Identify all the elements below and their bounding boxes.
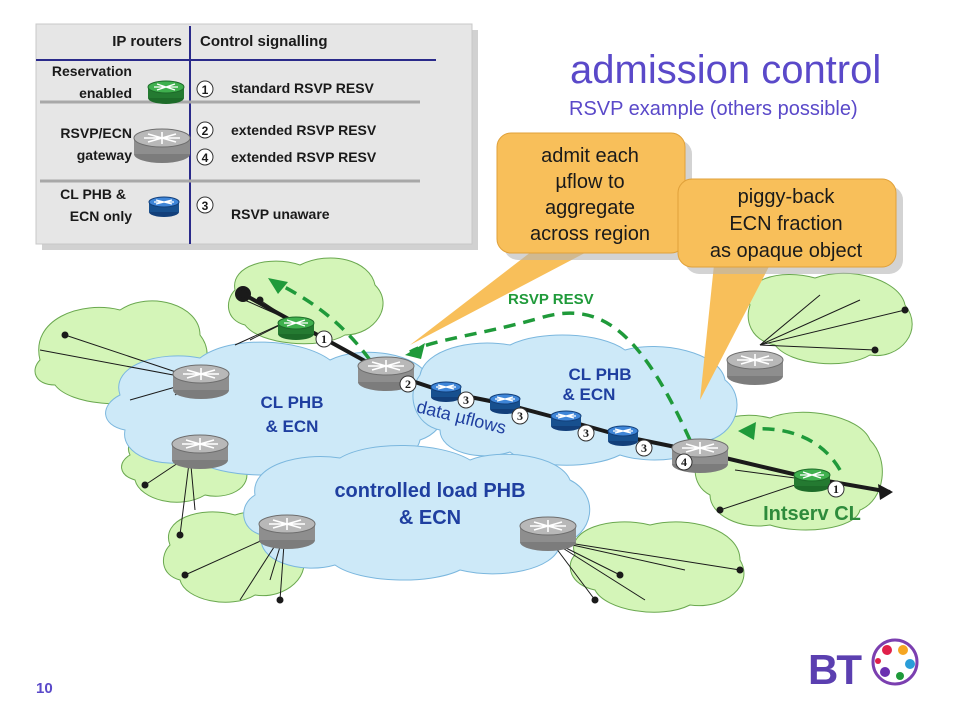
bt-logo: BT [808, 646, 862, 693]
router-left-lower-icon [171, 434, 229, 470]
cloud-left-label-2: & ECN [266, 417, 319, 436]
router-green-icon [147, 80, 185, 105]
rsvp-arrowheads [268, 278, 756, 440]
marker-4: 4 [681, 455, 687, 469]
marker-4-icon [196, 148, 214, 166]
router-left-icon [172, 364, 230, 400]
marker-3a-icon [457, 391, 475, 409]
callout-piggy-line2: ECN fraction [729, 213, 842, 235]
rsvp-resv-paths [274, 280, 842, 471]
marker-4-icon-net [675, 453, 693, 471]
page-subtitle: RSVP example (others possible) [569, 98, 858, 120]
legend-sig-standard: standard RSVP RESV [231, 80, 375, 96]
callout-piggy-line1: piggy-back [738, 186, 836, 208]
router-bottom-left-icon [258, 514, 316, 550]
legend-num-3: 3 [202, 199, 209, 213]
legend-label-ecn-only: ECN only [70, 208, 132, 224]
marker-3c: 3 [583, 426, 589, 440]
marker-1-right: 1 [833, 482, 839, 496]
bottom-cloud-label-2: & ECN [399, 507, 461, 529]
router-gray-icon [133, 128, 191, 164]
router-reservation-left-icon [277, 316, 315, 341]
legend-label-gateway: gateway [77, 147, 132, 163]
legend-num-1: 1 [202, 83, 209, 97]
marker-2-icon-net [399, 375, 417, 393]
bottom-cloud-label-1: controlled load PHB [334, 480, 525, 502]
marker-1-right-icon [827, 480, 845, 498]
cloud-left-label-1: CL PHB [261, 393, 324, 412]
callout-admit-line4: across region [530, 223, 650, 245]
marker-1-icon [196, 80, 214, 98]
router-cl-1-icon [430, 381, 462, 403]
callout-admit [410, 132, 692, 345]
marker-3d-icon [635, 439, 653, 457]
router-blue-icon [148, 196, 180, 218]
callout-admit-line2: µflow to [555, 171, 624, 193]
bt-logo-globe-icon [871, 638, 919, 686]
marker-3a: 3 [463, 393, 469, 407]
intserv-label: Intserv CL [763, 503, 861, 525]
legend-box: IP routers Control signalling Reservatio… [35, 23, 478, 250]
cloud-right-label-1: CL PHB [569, 365, 632, 384]
router-right-upper-icon [726, 350, 784, 386]
marker-2-icon [196, 121, 214, 139]
legend-sig-extended-a: extended RSVP RESV [231, 122, 377, 138]
router-cl-4-icon [607, 425, 639, 447]
cloud-right-label-2: & ECN [563, 385, 616, 404]
callout-admit-line3: aggregate [545, 197, 635, 219]
marker-3-icon [196, 196, 214, 214]
slide-number: 10 [36, 680, 53, 697]
rsvp-resv-label: RSVP RESV [508, 291, 594, 308]
legend-label-rsvp-ecn: RSVP/ECN [60, 125, 132, 141]
legend-sig-unaware: RSVP unaware [231, 206, 330, 222]
router-cl-3-icon [550, 410, 582, 432]
router-reservation-right-icon [793, 468, 831, 493]
marker-3b-icon [511, 407, 529, 425]
legend-label-reservation: Reservation [52, 63, 132, 79]
marker-1-left: 1 [321, 332, 327, 346]
router-bottom-right-icon [519, 516, 577, 552]
legend-num-2: 2 [202, 124, 209, 138]
marker-1-left-icon [315, 330, 333, 348]
page-title: admission control [570, 48, 882, 92]
legend-header-signalling: Control signalling [200, 33, 328, 50]
legend-header-routers: IP routers [112, 33, 182, 50]
marker-3b: 3 [517, 409, 523, 423]
marker-3d: 3 [641, 441, 647, 455]
callout-admit-line1: admit each [541, 145, 639, 167]
legend-label-cl-phb: CL PHB & [60, 186, 126, 202]
marker-2: 2 [405, 377, 411, 391]
legend-label-enabled: enabled [79, 85, 132, 101]
legend-num-4: 4 [202, 151, 209, 165]
marker-3c-icon [577, 424, 595, 442]
callout-piggy [677, 178, 903, 400]
legend-sig-extended-b: extended RSVP RESV [231, 149, 377, 165]
callout-piggy-line3: as opaque object [710, 240, 863, 262]
